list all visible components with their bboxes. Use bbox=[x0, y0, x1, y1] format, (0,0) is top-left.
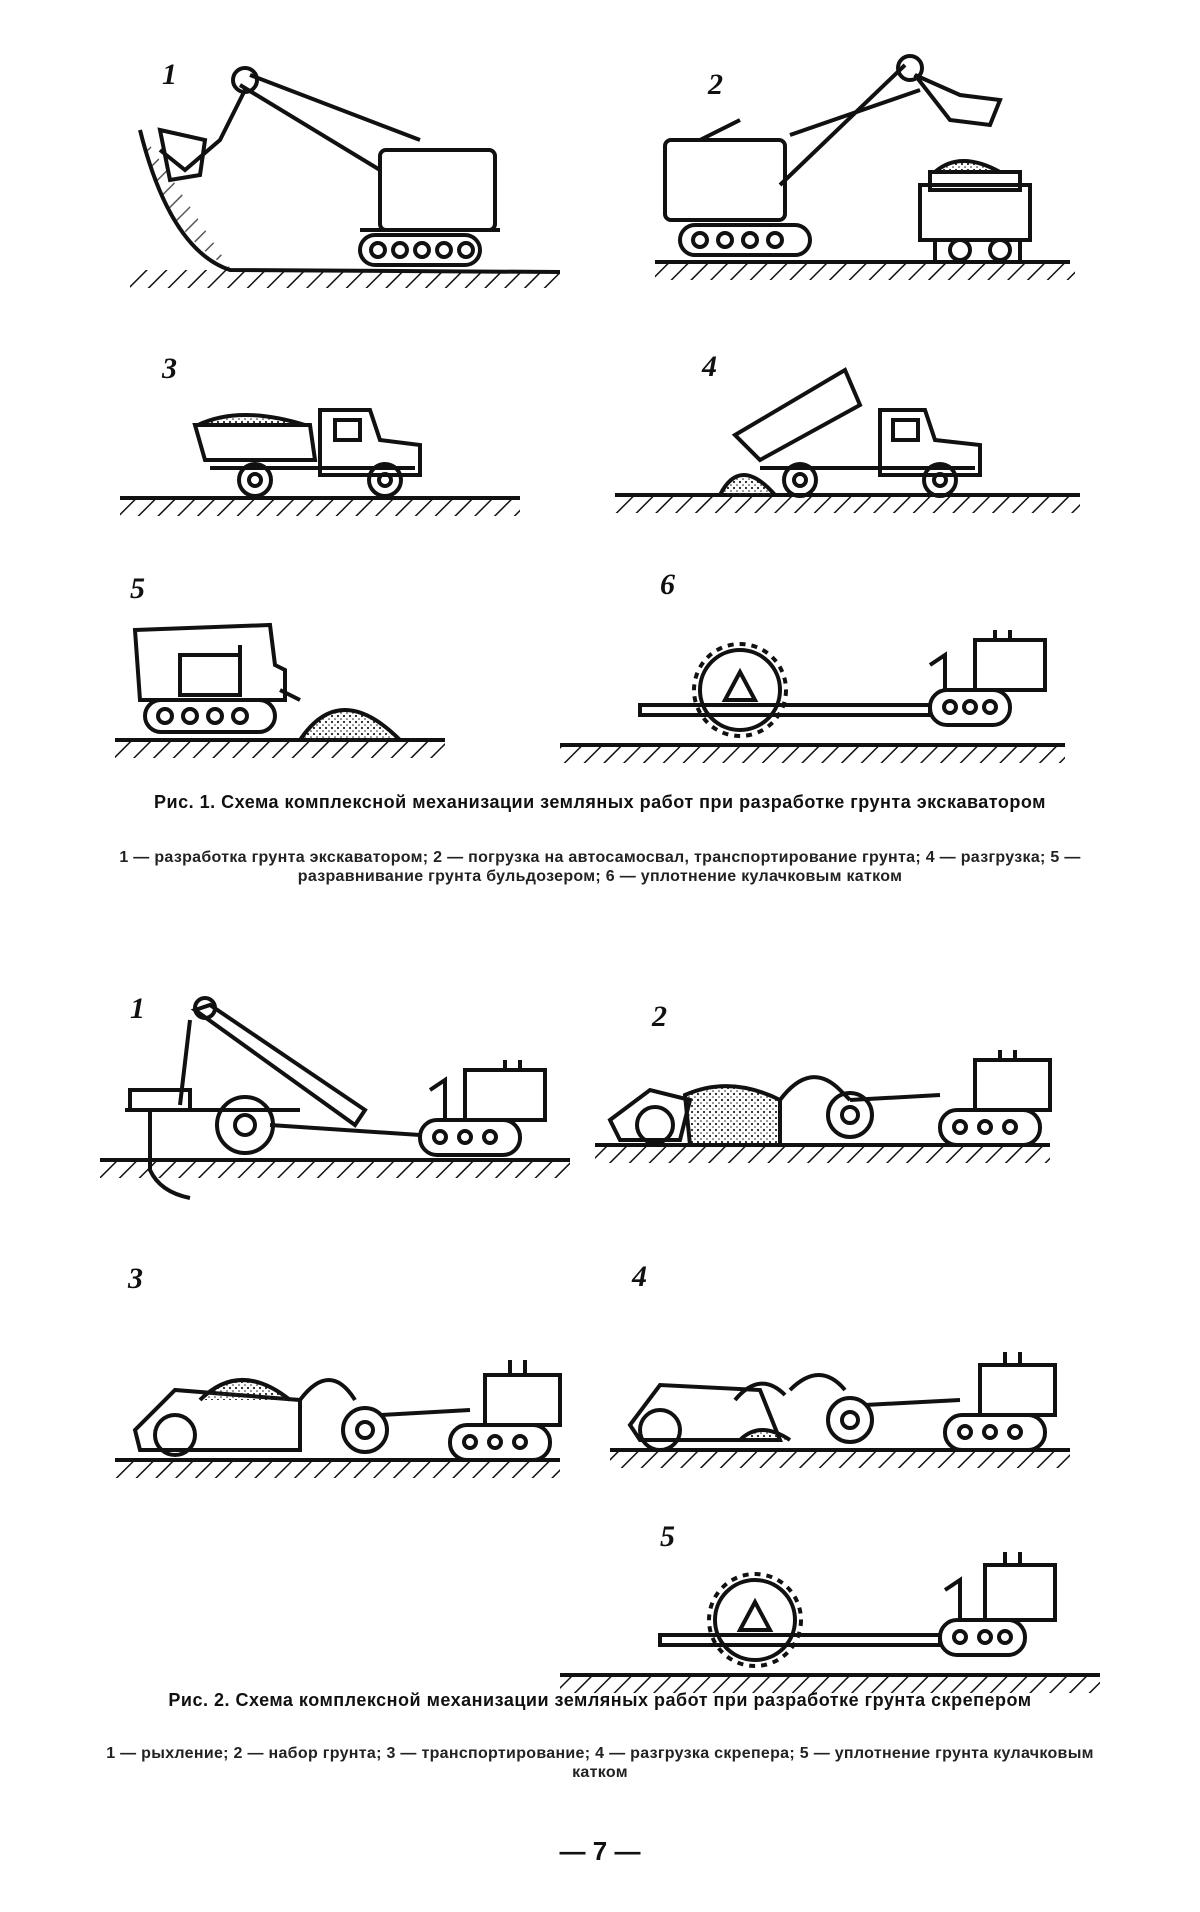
page-number: — 7 — bbox=[559, 1836, 641, 1866]
panel-label-3: 3 bbox=[162, 352, 177, 385]
panel-label-2: 2 bbox=[652, 1000, 667, 1033]
panel-label-3: 3 bbox=[128, 1262, 143, 1295]
bulldozer-illustration bbox=[115, 622, 445, 758]
panel-label-6: 6 bbox=[660, 568, 675, 601]
figure-1-caption: Рис. 1. Схема комплексной механизации зе… bbox=[154, 792, 1046, 812]
panel-label-5: 5 bbox=[660, 1520, 675, 1553]
panel-label-4: 4 bbox=[632, 1260, 647, 1293]
panel-label-1: 1 bbox=[162, 58, 177, 91]
figure-1: 1 2 3 4 5 6 Рис. 1. Схема комплексной ме… bbox=[115, 54, 1081, 885]
excavator-digging-illustration bbox=[130, 66, 561, 288]
excavator-loading-illustration bbox=[655, 54, 1075, 280]
ripper-illustration bbox=[100, 996, 570, 1200]
panel-label-4: 4 bbox=[702, 350, 717, 383]
figure-2-legend: 1 — рыхление; 2 — набор грунта; 3 — тран… bbox=[106, 1745, 1094, 1781]
figure-1-legend: 1 — разработка грунта экскаватором; 2 — … bbox=[119, 849, 1081, 885]
scraper-unloading-illustration bbox=[610, 1352, 1070, 1468]
scraper-transport-illustration bbox=[115, 1360, 562, 1478]
panel-label-1: 1 bbox=[130, 992, 145, 1025]
dump-truck-unloading-illustration bbox=[615, 367, 1080, 513]
sheepsfoot-roller-illustration bbox=[560, 1552, 1100, 1693]
panel-label-2: 2 bbox=[708, 68, 723, 101]
dump-truck-transport-illustration bbox=[120, 408, 520, 516]
panel-label-5: 5 bbox=[130, 572, 145, 605]
figure-2-caption: Рис. 2. Схема комплексной механизации зе… bbox=[168, 1690, 1032, 1710]
scraper-loading-illustration bbox=[595, 1050, 1052, 1163]
sheepsfoot-roller-illustration bbox=[560, 630, 1065, 763]
figure-2: 1 2 3 4 5 Рис. 2. Схема комплексной меха… bbox=[0, 960, 1200, 1820]
figure-2-drawing bbox=[100, 996, 1100, 1693]
figure-1-drawing bbox=[115, 54, 1080, 763]
